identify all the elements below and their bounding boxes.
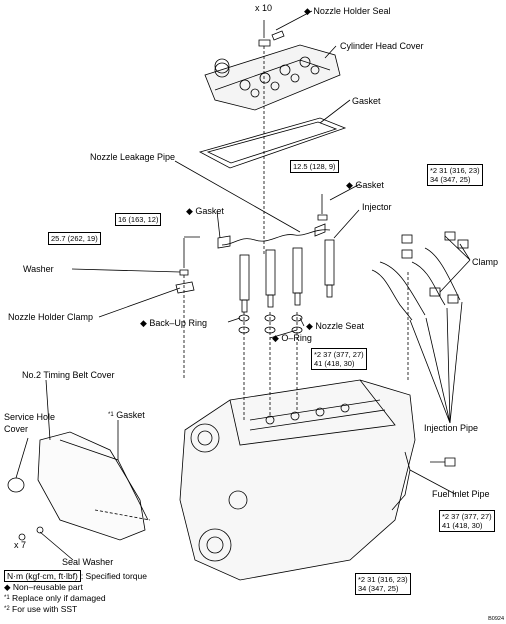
- timing-belt-cover-part: [7, 431, 149, 541]
- seal-washer-label: Seal Washer: [62, 557, 114, 567]
- torque-34-bottom: 34 (347, 25): [358, 584, 399, 593]
- cover-gasket-part: [198, 117, 347, 169]
- no2-timing-belt-cover-label: No.2 Timing Belt Cover: [22, 370, 115, 380]
- engine-block-part: [179, 379, 416, 581]
- assembly-lines: [94, 46, 409, 521]
- injector-part: [239, 239, 335, 313]
- gasket-cover2-label: *1 Gasket: [108, 410, 145, 420]
- legend-torque-desc: : Specified torque: [80, 571, 147, 581]
- legend-torque-row: N·m (kgf·cm, ft·lbf): Specified torque: [4, 570, 147, 582]
- gasket-left-label: ◆ Gasket: [186, 206, 224, 216]
- gasket-cover-label: Gasket: [352, 96, 381, 106]
- torque-37-mid: *2 37 (377, 27): [314, 350, 364, 359]
- torque-34-top: 34 (347, 25): [430, 175, 471, 184]
- torque-31-box-bottom: *2 31 (316, 23) 34 (347, 25): [355, 573, 411, 595]
- torque-12-5: 12.5 (128, 9): [293, 162, 336, 171]
- washer-label: Washer: [23, 264, 54, 274]
- legend-sst-mark: *2: [4, 606, 10, 612]
- legend: N·m (kgf·cm, ft·lbf): Specified torque ◆…: [4, 570, 147, 615]
- torque-25-7-box: 25.7 (262, 19): [48, 232, 101, 245]
- torque-31-top: *2 31 (316, 23): [430, 166, 480, 175]
- nozzle-seat-text: Nozzle Seat: [315, 321, 364, 331]
- gasket-left-text: Gasket: [195, 206, 224, 216]
- nozzle-holder-seal-text: Nozzle Holder Seal: [313, 6, 391, 16]
- x10-label: x 10: [255, 3, 273, 13]
- cylinder-head-cover-label: Cylinder Head Cover: [340, 41, 424, 51]
- legend-replace-text: Replace only if damaged: [9, 593, 106, 603]
- legend-sst-row: *2 For use with SST: [4, 604, 147, 615]
- back-up-ring-label: ◆ Back–Up Ring: [140, 318, 207, 328]
- gasket-right-part: [314, 194, 328, 237]
- seal-washer-part: [18, 526, 44, 541]
- nozzle-holder-clamp-label: Nozzle Holder Clamp: [8, 312, 94, 322]
- legend-replace-row: *1 Replace only if damaged: [4, 593, 147, 604]
- nozzle-holder-seal-part: [258, 20, 285, 47]
- fuel-inlet-pipe-part: [391, 451, 456, 511]
- legend-replace-mark: *1: [4, 595, 10, 601]
- nozzle-seat-label: ◆ Nozzle Seat: [306, 321, 364, 331]
- leader-lines: [15, 10, 471, 561]
- torque-37-box-mid: *2 37 (377, 27) 41 (418, 30): [311, 348, 367, 370]
- service-hole-cover-label-2: Cover: [4, 424, 29, 434]
- clamp-label: Clamp: [472, 257, 499, 267]
- nozzle-leakage-pipe-part: [221, 229, 331, 246]
- gasket-cover2-mark: *1: [108, 412, 114, 418]
- torque-31-bottom: *2 31 (316, 23): [358, 575, 408, 584]
- torque-41-right: 41 (418, 30): [442, 521, 483, 530]
- nozzle-leakage-pipe-label: Nozzle Leakage Pipe: [90, 152, 176, 162]
- back-up-ring-text: Back–Up Ring: [149, 318, 207, 328]
- legend-torque-unit: N·m (kgf·cm, ft·lbf): [4, 570, 81, 582]
- torque-16-box: 16 (163, 12): [115, 213, 162, 226]
- legend-non-reusable: ◆ Non–reusable part: [4, 582, 83, 592]
- torque-16: 16 (163, 12): [118, 215, 159, 224]
- fuel-inlet-pipe-label: Fuel Inlet Pipe: [432, 489, 490, 499]
- gasket-right-label: ◆ Gasket: [346, 180, 384, 190]
- cylinder-head-cover-part: [204, 44, 341, 111]
- back-up-ring-part: [238, 314, 303, 334]
- o-ring-label: ◆ O–Ring: [272, 333, 312, 343]
- x7-label: x 7: [14, 540, 27, 550]
- nozzle-holder-clamp-part: [175, 281, 195, 294]
- gasket-cover2-text: Gasket: [116, 410, 145, 420]
- legend-sst-text: For use with SST: [9, 604, 78, 614]
- gasket-left-part: [217, 235, 231, 249]
- torque-12-5-box: 12.5 (128, 9): [290, 160, 339, 173]
- gasket-right-text: Gasket: [355, 180, 384, 190]
- service-hole-cover-label-1: Service Hole: [4, 412, 56, 422]
- torque-37-right: *2 37 (377, 27): [442, 512, 492, 521]
- clamp-part: [401, 249, 459, 304]
- nozzle-holder-seal-label: ◆ Nozzle Holder Seal: [304, 6, 391, 16]
- injector-label: Injector: [362, 202, 392, 212]
- torque-31-box-top: *2 31 (316, 23) 34 (347, 25): [427, 164, 483, 186]
- torque-25-7: 25.7 (262, 19): [51, 234, 98, 243]
- o-ring-text: O–Ring: [281, 333, 312, 343]
- figure-code: B0924: [488, 616, 504, 622]
- torque-41-mid: 41 (418, 30): [314, 359, 355, 368]
- injection-pipe-part: [371, 231, 469, 321]
- injection-pipe-label: Injection Pipe: [424, 423, 479, 433]
- torque-37-box-right: *2 37 (377, 27) 41 (418, 30): [439, 510, 495, 532]
- washer-part: [179, 238, 189, 276]
